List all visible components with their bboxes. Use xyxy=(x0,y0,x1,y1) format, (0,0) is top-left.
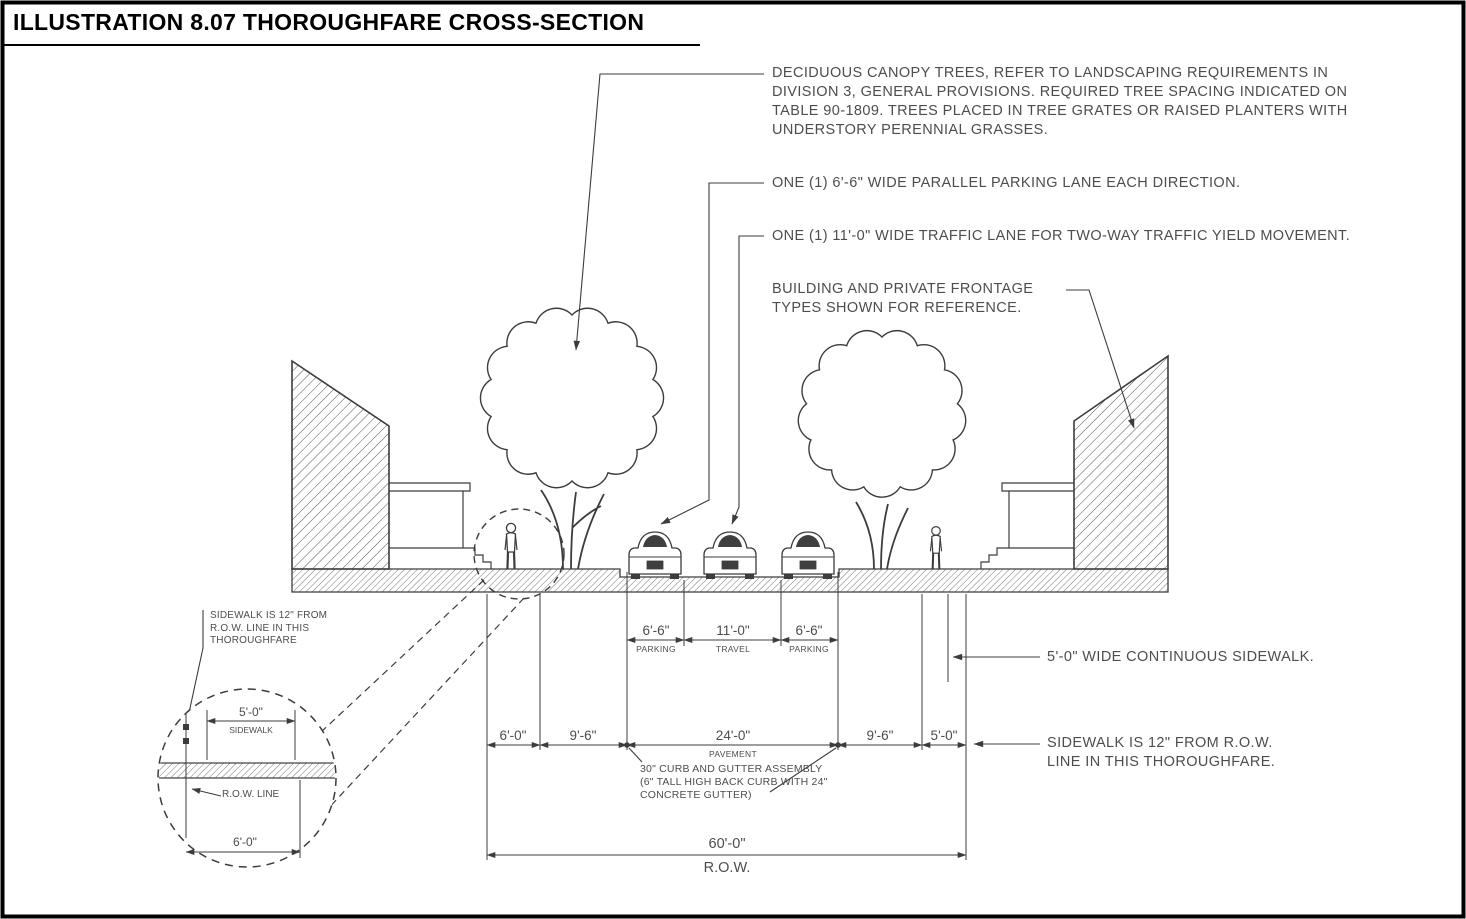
right-building xyxy=(1073,354,1169,570)
tree-trunk xyxy=(855,501,909,570)
leader-building xyxy=(1066,289,1135,429)
detail-projection-line xyxy=(319,579,485,734)
dim-right-sidewalk: 5'-0" xyxy=(930,728,958,743)
tree-2 xyxy=(797,330,967,570)
detail-dim-width: 6'-0" xyxy=(233,835,257,849)
tree-trunk xyxy=(540,489,605,570)
curb-point-left xyxy=(624,742,630,748)
dim-right-planting: 9'-6" xyxy=(866,728,894,743)
dim-row-width: 60'-0" xyxy=(708,836,746,852)
curb-point-right xyxy=(835,742,841,748)
detail-sidewalk-slab xyxy=(159,762,335,779)
leader-curb-right xyxy=(769,747,837,793)
car-travel-lane xyxy=(703,531,757,580)
dim-pavement: 24'-0" xyxy=(715,728,751,743)
detail-marker-dot xyxy=(183,738,189,744)
tree-1 xyxy=(479,307,665,570)
detail-note-line-2: R.O.W. LINE IN THIS xyxy=(210,623,310,634)
dim-travel: 11'-0" xyxy=(716,623,750,638)
dim-parking-left-label: PARKING xyxy=(636,644,676,654)
dim-travel-label: TRAVEL xyxy=(715,644,751,654)
detail-dim-sidewalk: 5'-0" xyxy=(239,705,263,719)
ground-section xyxy=(291,568,1169,593)
tree-canopy xyxy=(797,330,967,498)
leader-trees xyxy=(573,73,764,351)
callout-sidewalk-row-line-1: SIDEWALK IS 12" FROM R.O.W. xyxy=(1047,735,1273,751)
leader-traffic xyxy=(731,235,764,525)
callout-building-line-2: TYPES SHOWN FOR REFERENCE. xyxy=(772,300,1022,316)
dim-left-planting: 9'-6" xyxy=(569,728,597,743)
detail-note-line-1: SIDEWALK IS 12" FROM xyxy=(210,610,328,621)
detail-note-line-3: THOROUGHFARE xyxy=(210,635,297,646)
leader-curb-left xyxy=(628,747,643,763)
leader-lines xyxy=(186,73,1135,793)
detail-dim-sidewalk-label: SIDEWALK xyxy=(229,725,273,735)
callout-trees-line-4: UNDERSTORY PERENNIAL GRASSES. xyxy=(772,122,1049,138)
car-parking-right xyxy=(781,531,835,580)
dim-row-label: R.O.W. xyxy=(703,860,751,876)
dim-pavement-label: PAVEMENT xyxy=(709,749,757,759)
extension-lines xyxy=(486,572,967,860)
detail-projection-line xyxy=(324,597,525,813)
dim-left-setback: 6'-0" xyxy=(499,728,527,743)
curb-note-line-3: CONCRETE GUTTER) xyxy=(640,789,752,801)
callout-trees-line-3: TABLE 90-1809. TREES PLACED IN TREE GRAT… xyxy=(772,103,1348,119)
dim-parking-left: 6'-6" xyxy=(642,623,670,638)
car-parking-left xyxy=(628,531,682,580)
callout-traffic-lane: ONE (1) 11'-0" WIDE TRAFFIC LANE FOR TWO… xyxy=(772,228,1351,244)
illustration-title: ILLUSTRATION 8.07 THOROUGHFARE CROSS-SEC… xyxy=(13,9,645,35)
pedestrian-left xyxy=(503,522,519,571)
pedestrian-right xyxy=(929,525,943,571)
dimension-lines xyxy=(486,637,967,858)
right-porch xyxy=(980,482,1074,569)
curb-note-line-2: (6" TALL HIGH BACK CURB WITH 24" xyxy=(640,776,828,788)
callout-sidewalk-row-line-2: LINE IN THIS THOROUGHFARE. xyxy=(1047,754,1276,770)
curb-note-line-1: 30" CURB AND GUTTER ASSEMBLY xyxy=(640,763,823,775)
callout-parking-lane: ONE (1) 6'-6" WIDE PARALLEL PARKING LANE… xyxy=(772,175,1241,191)
callout-building-line-1: BUILDING AND PRIVATE FRONTAGE xyxy=(772,281,1034,297)
callout-trees-line-1: DECIDUOUS CANOPY TREES, REFER TO LANDSCA… xyxy=(772,65,1329,81)
callout-sidewalk-wide: 5'-0" WIDE CONTINUOUS SIDEWALK. xyxy=(1047,649,1315,665)
leader-parking xyxy=(660,182,764,525)
detail-reference-circle xyxy=(473,508,565,600)
sidewalk-detail xyxy=(157,688,337,868)
tree-canopy xyxy=(479,307,665,489)
left-porch xyxy=(389,482,492,569)
callout-trees-line-2: DIVISION 3, GENERAL PROVISIONS. REQUIRED… xyxy=(772,84,1348,100)
dim-parking-right: 6'-6" xyxy=(795,623,823,638)
left-building xyxy=(291,359,390,570)
detail-row-line-label: R.O.W. LINE xyxy=(222,789,280,800)
detail-marker-dot xyxy=(183,724,189,730)
detail-dimensions xyxy=(185,710,301,858)
leader-detail-note xyxy=(186,610,204,723)
dim-parking-right-label: PARKING xyxy=(789,644,829,654)
